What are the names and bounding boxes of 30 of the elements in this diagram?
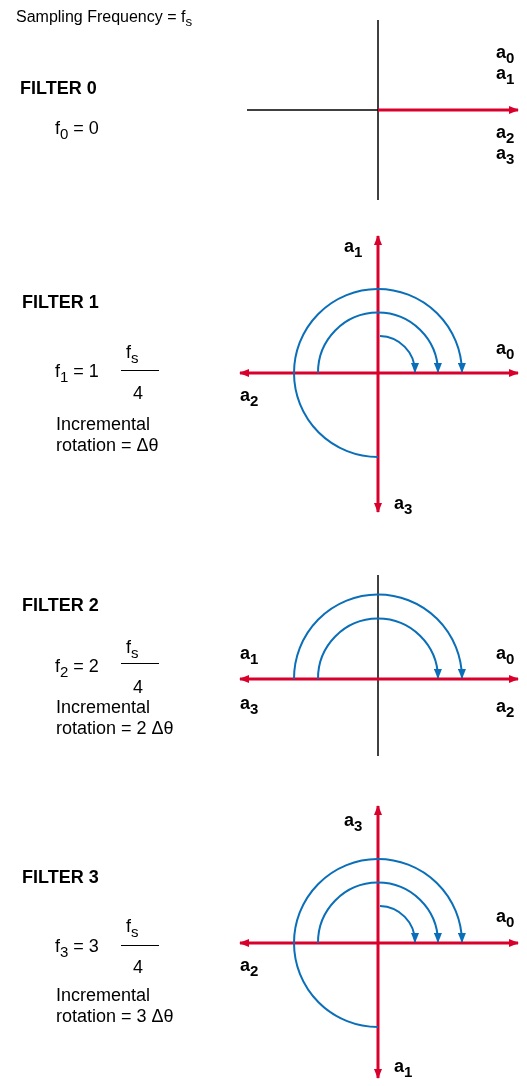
rotation-note: Incremental rotation = Δθ: [56, 414, 160, 456]
phasor-label: a$_{0}$: [496, 906, 515, 932]
panel-heading: FILTER 2: [22, 595, 99, 616]
panel-heading: FILTER 3: [22, 867, 99, 888]
phasor-label: a$_{2}$: [240, 385, 259, 411]
phasor-label: a$_{3}$: [344, 810, 363, 836]
phasor-label: a$_{2}$: [496, 696, 515, 722]
fraction-denominator: 4: [133, 957, 143, 978]
formula: f$_{1}$ = 1: [55, 361, 99, 387]
formula: f$_{3}$ = 3: [55, 936, 99, 962]
phasor-label: a$_{1}$: [240, 643, 259, 669]
phasor-label: a$_{0}$: [496, 643, 515, 669]
fraction-denominator: 4: [133, 677, 143, 698]
phasor-label: a$_{1}$: [344, 236, 363, 262]
phasor-label: a$_{3}$: [394, 493, 413, 519]
phasor-label: a$_{2}$: [240, 955, 259, 981]
fraction-denominator: 4: [133, 383, 143, 404]
fraction-numerator: f$_{s}$: [126, 916, 139, 942]
formula: f$_{2}$ = 2: [55, 656, 99, 682]
rotation-note: Incremental rotation = 3 Δθ: [56, 985, 175, 1027]
title: Sampling Frequency = f$_{s}$: [16, 7, 193, 32]
fraction-numerator: f$_{s}$: [126, 342, 139, 368]
panel-heading: FILTER 0: [20, 78, 97, 99]
phasor-label: a$_{0}$: [496, 338, 515, 364]
rotation-note: Incremental rotation = 2 Δθ: [56, 697, 175, 739]
formula: f$_{0}$ = 0: [55, 118, 99, 144]
phasor-label: a$_{3}$: [240, 693, 259, 719]
fraction-numerator: f$_{s}$: [126, 637, 139, 663]
panel-heading: FILTER 1: [22, 292, 99, 313]
phasor-label: a$_{1}$: [394, 1056, 413, 1082]
